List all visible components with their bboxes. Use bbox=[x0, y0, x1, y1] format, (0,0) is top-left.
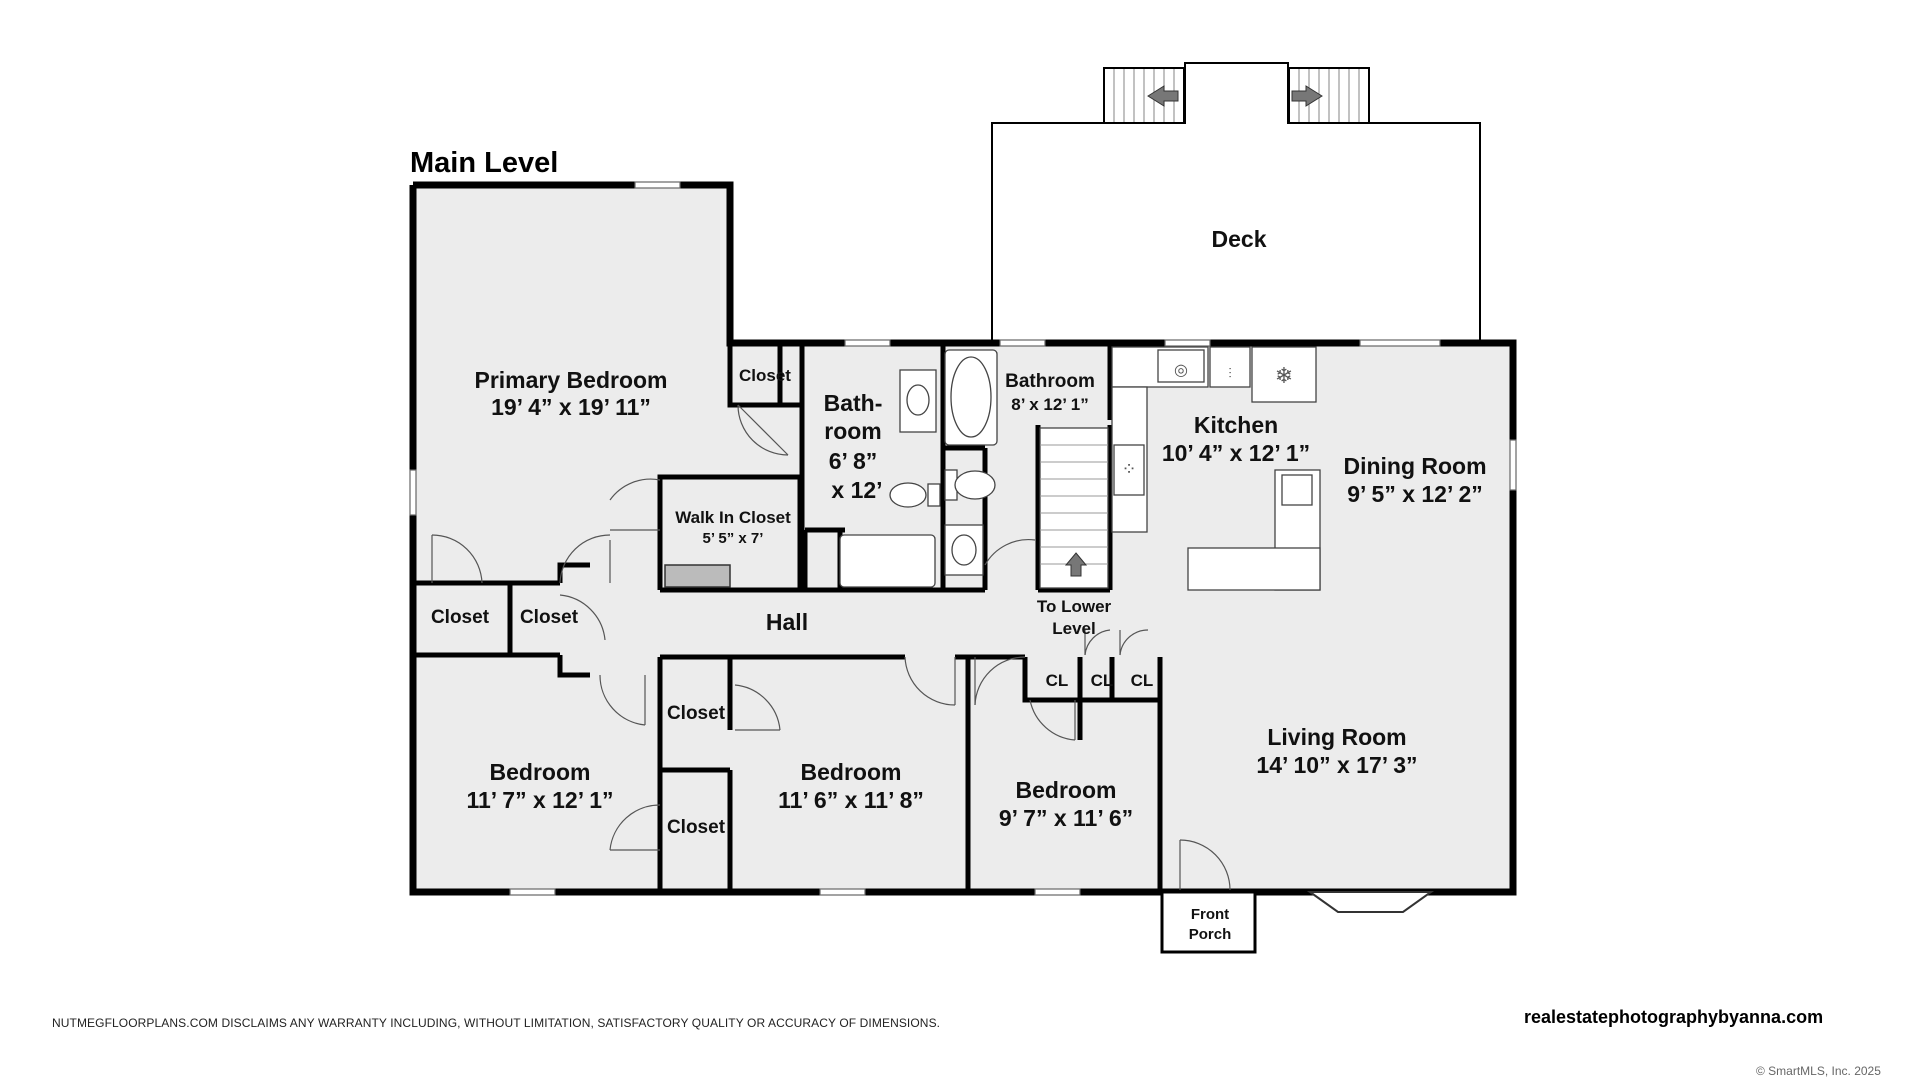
kitchen-label: Kitchen bbox=[1194, 412, 1278, 438]
arrow-left-icon bbox=[1147, 85, 1179, 107]
bath1-label-4: x 12’ bbox=[831, 477, 882, 503]
windows bbox=[409, 181, 1517, 896]
walk-in-closet-label: Walk In Closet bbox=[675, 508, 791, 527]
front-porch bbox=[1160, 890, 1257, 954]
page-title: Main Level bbox=[410, 147, 558, 179]
disclaimer-text: NUTMEGFLOORPLANS.COM DISCLAIMS ANY WARRA… bbox=[52, 1016, 941, 1030]
dining-room-dims: 9’ 5” x 12’ 2” bbox=[1347, 481, 1483, 507]
bedroom-3-dims: 9’ 7” x 11’ 6” bbox=[999, 805, 1133, 831]
front-porch-label-1: Front bbox=[1191, 906, 1229, 923]
primary-bedroom-label: Primary Bedroom bbox=[474, 367, 667, 393]
bath1-label-1: Bath- bbox=[824, 390, 883, 416]
bath1-label-2: room bbox=[824, 418, 882, 444]
bath2-label: Bathroom bbox=[1005, 371, 1095, 392]
living-room-dims: 14’ 10” x 17’ 3” bbox=[1256, 752, 1417, 778]
arrow-right-icon bbox=[1291, 85, 1323, 107]
bedroom-1-label: Bedroom bbox=[490, 759, 591, 785]
closet-d-label: Closet bbox=[667, 817, 726, 838]
bedroom-2-dims: 11’ 6” x 11’ 8” bbox=[778, 787, 924, 813]
exterior-walls bbox=[409, 181, 1517, 896]
cl-2-label: CL bbox=[1091, 671, 1114, 690]
living-room-label: Living Room bbox=[1267, 724, 1406, 750]
bath2-dims: 8’ x 12’ 1” bbox=[1011, 395, 1089, 414]
attic-hatch bbox=[664, 564, 731, 588]
deck-label: Deck bbox=[1212, 226, 1267, 252]
closet-a-label: Closet bbox=[431, 607, 490, 628]
copyright-text: © SmartMLS, Inc. 2025 bbox=[1756, 1064, 1881, 1078]
hall-label: Hall bbox=[766, 609, 808, 635]
website-text: realestatephotographybyanna.com bbox=[1524, 1007, 1824, 1027]
doors bbox=[431, 404, 1231, 891]
bay-window bbox=[1306, 891, 1435, 913]
bedroom-1-dims: 11’ 7” x 12’ 1” bbox=[466, 787, 613, 813]
dishwasher-icon: ⫶ bbox=[1228, 365, 1232, 381]
bath1-label-3: 6’ 8” bbox=[829, 448, 878, 474]
walk-in-closet-dims: 5’ 5” x 7’ bbox=[703, 530, 764, 547]
primary-closet-label: Closet bbox=[739, 366, 791, 385]
sink-icon: ◎ bbox=[1174, 362, 1188, 379]
deck bbox=[991, 62, 1481, 344]
bedroom-2-label: Bedroom bbox=[801, 759, 902, 785]
primary-bedroom-dims: 19’ 4” x 19’ 11” bbox=[491, 394, 651, 420]
dining-room-label: Dining Room bbox=[1343, 453, 1486, 479]
cl-1-label: CL bbox=[1046, 671, 1069, 690]
stairs-label-1: To Lower bbox=[1037, 597, 1112, 616]
fixtures bbox=[839, 346, 1321, 591]
closet-c-label: Closet bbox=[667, 703, 726, 724]
cl-3-label: CL bbox=[1131, 671, 1154, 690]
stove-icon: ⁘ bbox=[1121, 459, 1136, 479]
arrow-up-icon bbox=[1064, 552, 1088, 577]
front-porch-label-2: Porch bbox=[1189, 926, 1232, 943]
fridge-icon: ❄ bbox=[1275, 363, 1293, 388]
closet-b-label: Closet bbox=[520, 607, 579, 628]
bedroom-3-label: Bedroom bbox=[1016, 777, 1117, 803]
stairs-label-2: Level bbox=[1052, 619, 1095, 638]
stair-treads bbox=[1040, 444, 1108, 565]
kitchen-dims: 10’ 4” x 12’ 1” bbox=[1162, 440, 1310, 466]
